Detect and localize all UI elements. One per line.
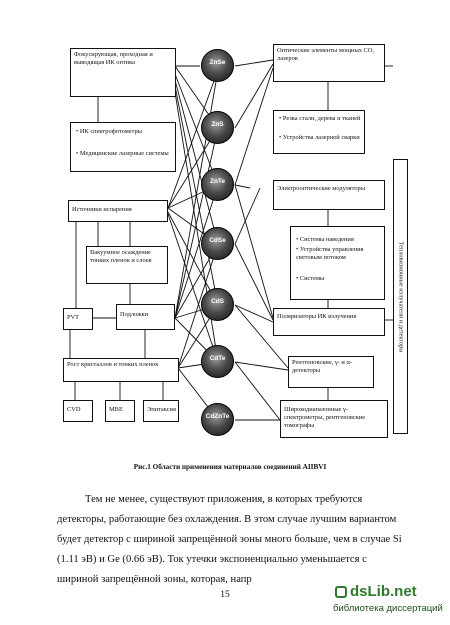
bullet-welding: • Устройства лазерной сварки — [279, 134, 360, 141]
box-guidance-bullets — [290, 226, 385, 300]
box-xray-detectors: Рентгеновские, γ- и α- детекторы — [288, 356, 374, 388]
circle-cds: CdS — [201, 288, 234, 321]
paragraph-line: будет детектор с шириной запрещённой зон… — [57, 534, 402, 545]
box-substrates: Подложки — [116, 304, 175, 330]
box-cutting-bullets — [273, 110, 365, 154]
paragraph-line: детекторы, работающие без охлаждения. В … — [57, 514, 397, 525]
box-evaporation-sources: Источники испарения — [68, 200, 168, 222]
box-ir-optics: Фокусирующая, проходная и выводящая ИК о… — [70, 48, 176, 97]
paragraph-line: шириной запрещённой зоны, которая, напр — [57, 574, 252, 585]
circle-znse: ZnSe — [201, 49, 234, 82]
box-thermal-imaging: Тепловизионные излучатели и детекторы — [393, 159, 408, 434]
figure-caption: Рис.1 Области применения материалов соед… — [133, 463, 327, 471]
box-crystal-growth: Рост кристаллов и тонких пленок — [63, 358, 179, 382]
box-epitaxy: Эпитаксия — [143, 400, 179, 422]
circle-cdse: CdSe — [201, 227, 234, 260]
bullet-guidance: • Системы наведения — [296, 236, 354, 243]
watermark-subtitle: библиотека диссертаций — [333, 603, 443, 614]
page-number: 15 — [220, 590, 230, 600]
bullet-cutting: • Резка стали, дерева и тканей — [279, 115, 361, 122]
watermark-brand: dsLib.net — [350, 583, 417, 600]
circle-cdte: CdTe — [201, 345, 234, 378]
box-co2-optics: Оптические элементы мощных CO₂ лазеров — [273, 44, 385, 82]
bullet-systems: • Системы — [296, 275, 325, 282]
bullet-medical-laser: • Медицинские лазерные системы — [76, 150, 169, 157]
box-cvd: CVD — [63, 400, 93, 422]
box-ir-bullets — [70, 122, 176, 172]
box-spectrometers: Широкодиапазонные γ-спектрометры, рентге… — [280, 400, 388, 438]
body-paragraph: Тем не менее, существуют приложения, в к… — [57, 490, 413, 590]
circle-cdznte: CdZnTe — [201, 403, 234, 436]
box-vacuum-deposition: Вакуумное осаждение тонких пленок и слое… — [86, 246, 168, 284]
paragraph-line: Тем не менее, существуют приложения, в к… — [85, 494, 363, 505]
box-ir-polarizers: Поляризаторы ИК излучения — [273, 308, 385, 336]
box-eo-modulators: Электрооптические модуляторы — [273, 180, 385, 210]
dslib-logo-icon — [335, 586, 347, 598]
watermark: dsLib.net библиотека диссертаций — [305, 583, 445, 619]
circle-znte: ZnTe — [201, 168, 234, 201]
bullet-ir-spectro: • ИК спектрофотометры — [76, 128, 142, 135]
bullet-light-control: • Устройства управления световым потоком — [296, 246, 364, 261]
paragraph-line: (1.11 эВ) и Ge (0.66 эВ). Ток утечки экс… — [57, 554, 367, 565]
box-pvt: PVT — [63, 308, 93, 330]
circle-zns: ZnS — [201, 111, 234, 144]
box-mbe: MBE — [105, 400, 135, 422]
